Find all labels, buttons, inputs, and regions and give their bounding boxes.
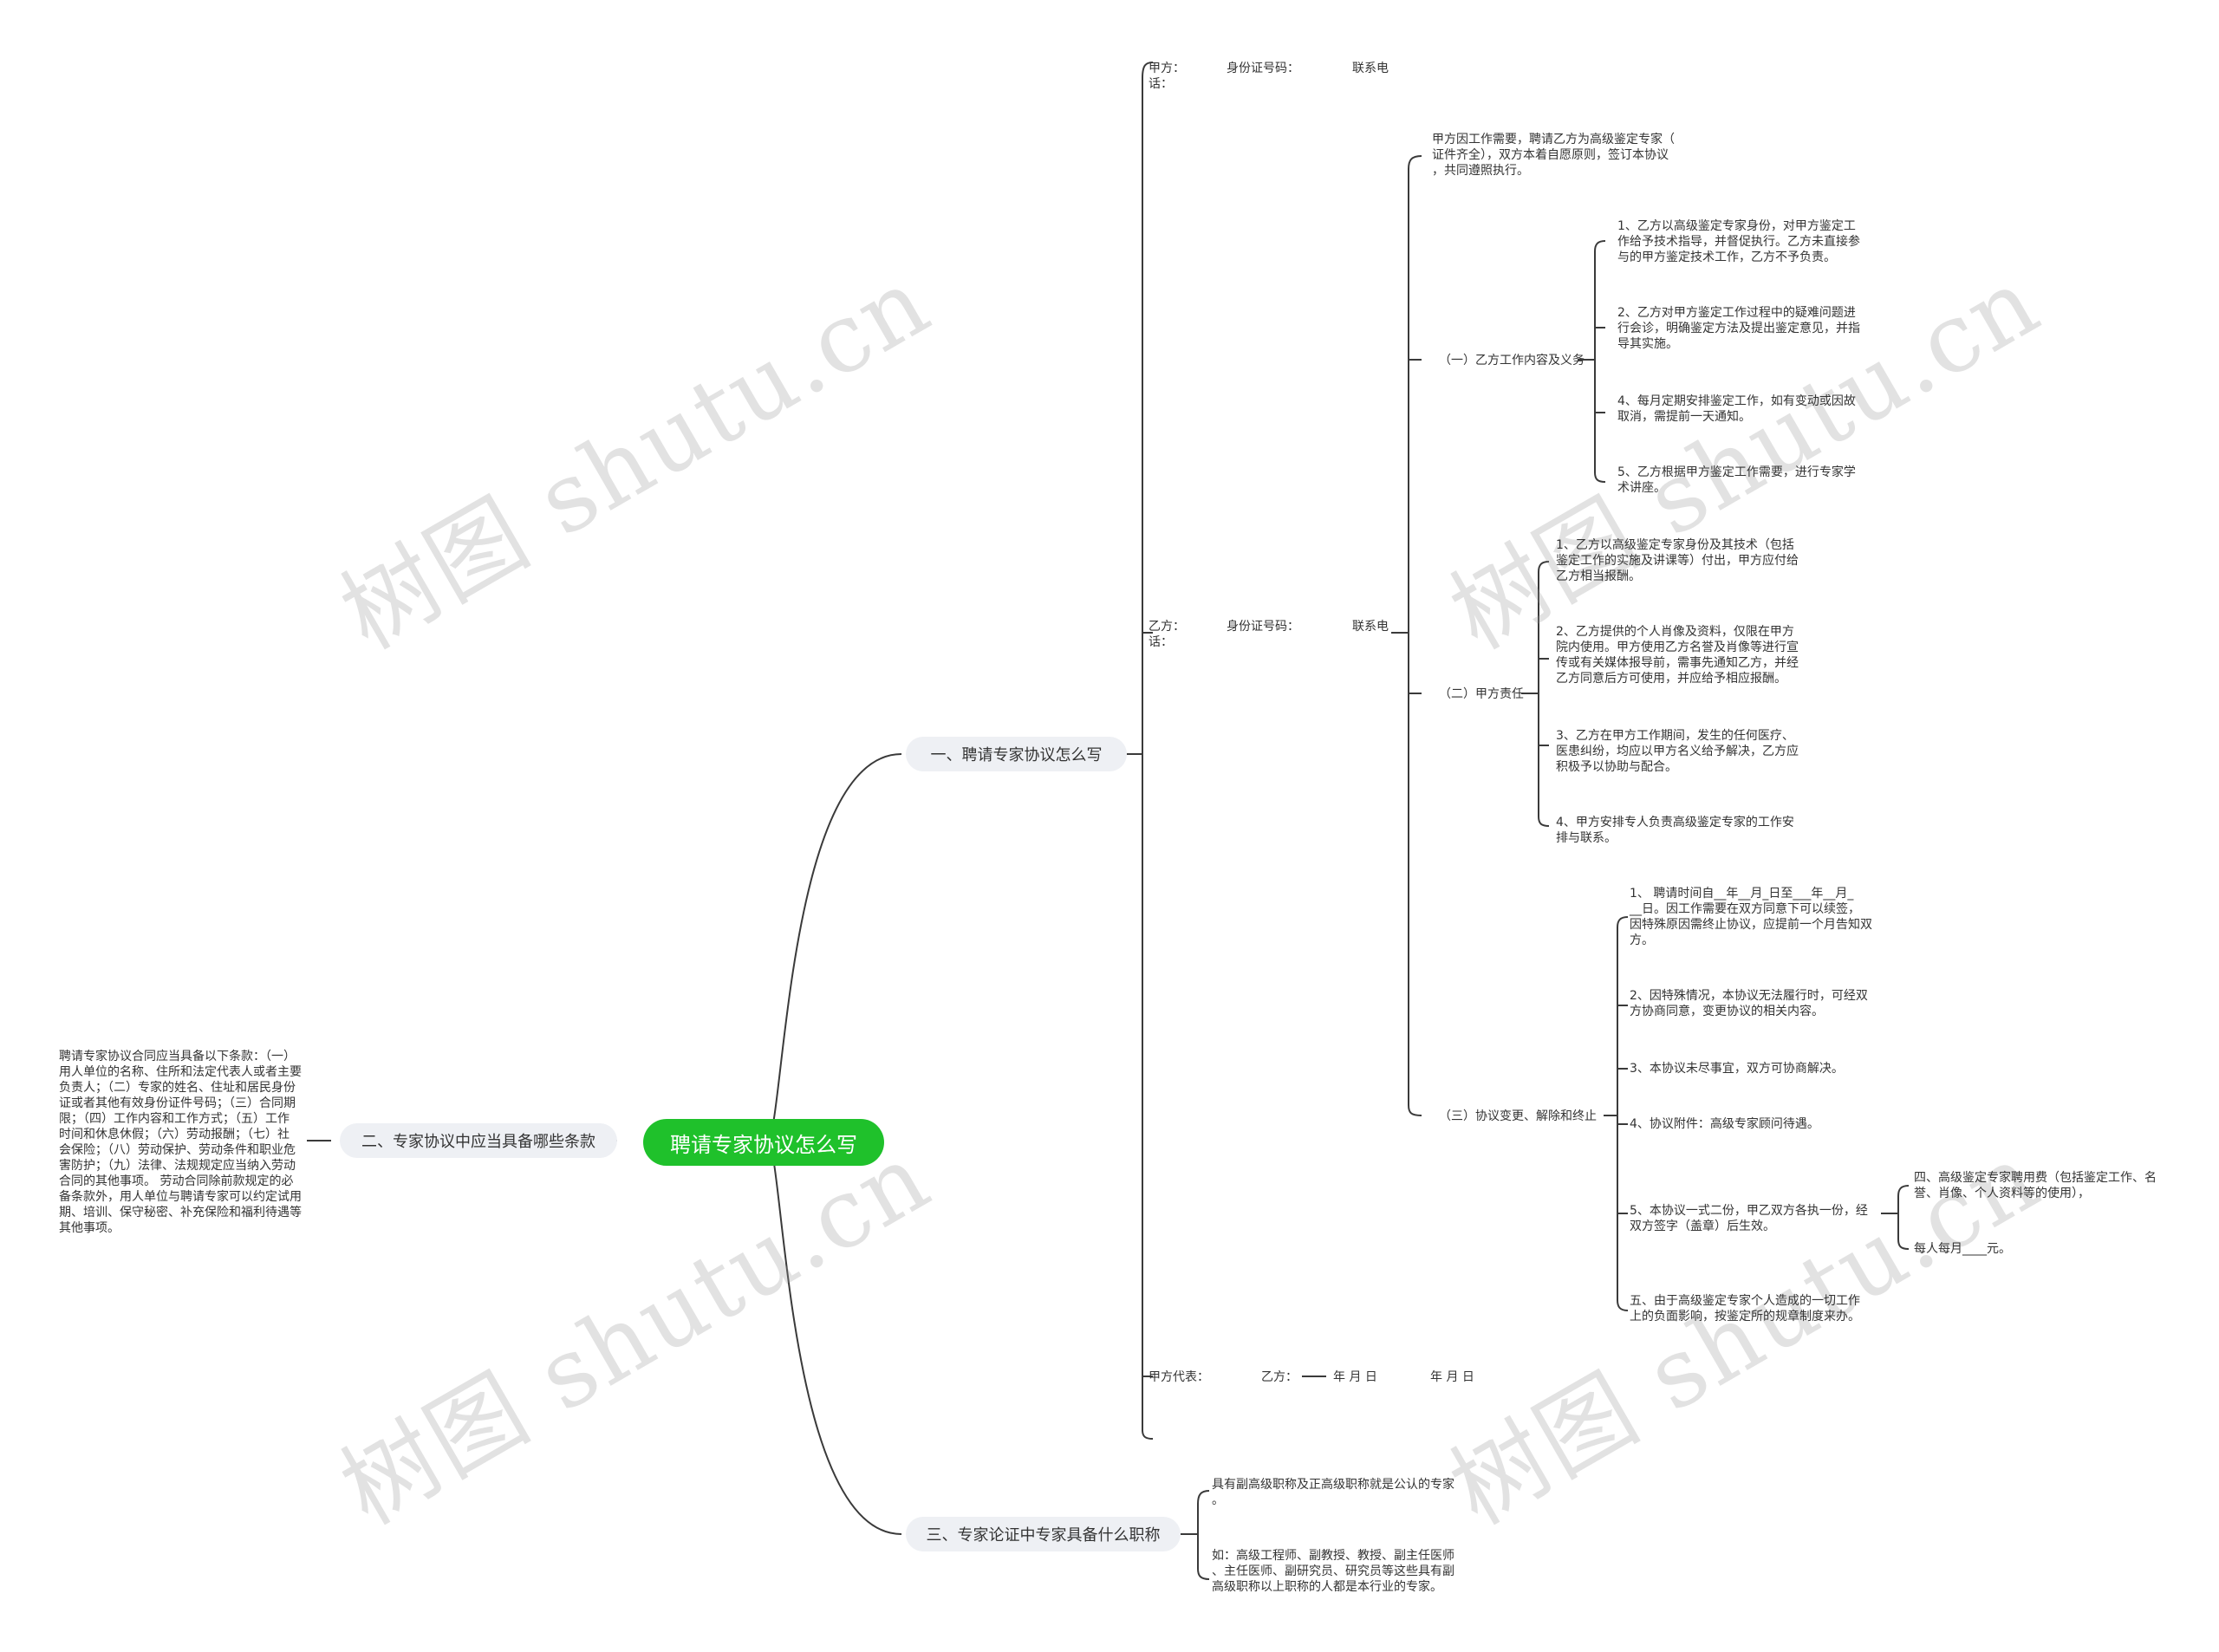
section-3-item: 五、由于高级鉴定专家个人造成的一切工作 上的负面影响，按鉴定所的规章制度来办。: [1630, 1294, 1860, 1324]
fee-clause: 四、高级鉴定专家聘用费（包括鉴定工作、名 誉、肖像、个人资料等的使用），: [1914, 1171, 2157, 1200]
b2-text: 聘请专家协议合同应当具备以下条款：（一） 用人单位的名称、住所和法定代表人或者主…: [59, 1050, 302, 1235]
branch-node-2[interactable]: 二、专家协议中应当具备哪些条款: [340, 1123, 617, 1158]
section-1-item: 4、每月定期安排鉴定工作，如有变动或因故 取消，需提前一天通知。: [1617, 394, 1856, 424]
party-a-phone: 联系电: [1352, 62, 1389, 75]
root-node[interactable]: 聘请专家协议怎么写: [643, 1119, 884, 1166]
section-3-item: 4、协议附件：高级专家顾问待遇。: [1630, 1117, 1819, 1131]
sign-party-b: 乙方：: [1261, 1370, 1298, 1384]
section-2-item: 1、乙方以高级鉴定专家身份及其技术（包括 鉴定工作的实施及讲课等）付出，甲方应付…: [1556, 538, 1799, 583]
b3-item: 如：高级工程师、副教授、教授、副主任医师 、主任医师、副研究员、研究员等这些具有…: [1212, 1549, 1454, 1594]
sign-date-1: 年 月 日: [1333, 1370, 1377, 1384]
section-1-item: 5、乙方根据甲方鉴定工作需要，进行专家学 术讲座。: [1617, 465, 1856, 495]
section-3-item: 1、 聘请时间自__年__月_日至___年__月_ __日。因工作需要在双方同意…: [1630, 887, 1872, 947]
fee-amount: 每人每月____元。: [1914, 1242, 2011, 1256]
section-2-title: （二）甲方责任: [1439, 687, 1524, 701]
section-3-item: 5、本协议一式二份，甲乙双方各执一份，经 双方签字（盖章）后生效。: [1630, 1204, 1868, 1233]
b3-item: 具有副高级职称及正高级职称就是公认的专家 。: [1212, 1478, 1454, 1507]
party-b-label: 乙方： 话：: [1149, 620, 1185, 649]
section-2-item: 2、乙方提供的个人肖像及资料，仅限在甲方 院内使用。甲方使用乙方名誉及肖像等进行…: [1556, 625, 1799, 686]
section-2-item: 4、甲方安排专人负责高级鉴定专家的工作安 排与联系。: [1556, 816, 1794, 845]
section-3-item: 2、因特殊情况，本协议无法履行时，可经双 方协商同意，变更协议的相关内容。: [1630, 989, 1868, 1018]
section-1-item: 1、乙方以高级鉴定专家身份，对甲方鉴定工 作给予技术指导，并督促执行。乙方未直接…: [1617, 219, 1860, 264]
party-a-id: 身份证号码：: [1227, 62, 1299, 75]
section-1-item: 2、乙方对甲方鉴定工作过程中的疑难问题进 行会诊，明确鉴定方法及提出鉴定意见，并…: [1617, 306, 1860, 351]
section-3-item: 3、本协议未尽事宜，双方可协商解决。: [1630, 1062, 1844, 1076]
party-a-label: 甲方： 话：: [1149, 62, 1185, 91]
section-3-title: （三）协议变更、解除和终止: [1439, 1109, 1597, 1123]
party-b-id: 身份证号码：: [1227, 620, 1299, 634]
branch-node-1[interactable]: 一、聘请专家协议怎么写: [906, 737, 1127, 771]
intro-text: 甲方因工作需要，聘请乙方为高级鉴定专家（ 证件齐全），双方本着自愿原则，签订本协…: [1432, 133, 1675, 178]
section-2-item: 3、乙方在甲方工作期间，发生的任何医疗、 医患纠纷，均应以甲方名义给予解决，乙方…: [1556, 729, 1799, 774]
section-1-title: （一）乙方工作内容及义务: [1439, 354, 1585, 367]
party-b-phone: 联系电: [1352, 620, 1389, 634]
sign-date-2: 年 月 日: [1430, 1370, 1474, 1384]
sign-party-a: 甲方代表：: [1149, 1370, 1209, 1384]
branch-node-3[interactable]: 三、专家论证中专家具备什么职称: [906, 1517, 1181, 1551]
